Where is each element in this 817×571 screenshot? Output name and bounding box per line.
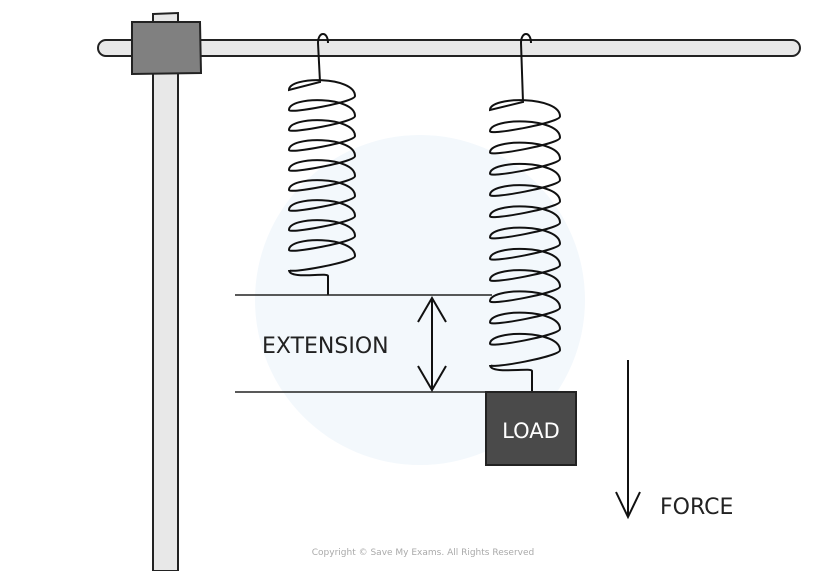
extension-double-arrow [417,296,447,392]
extension-label: EXTENSION [262,334,389,359]
load-mass [485,391,577,466]
force-arrow [615,360,641,520]
stand-rod [152,11,179,571]
copyright-text: Copyright © Save My Exams. All Rights Re… [312,548,534,558]
support-bar [97,39,801,57]
load-label: LOAD [502,419,560,443]
force-label: FORCE [660,495,733,520]
spring-loaded [488,33,562,392]
spring-unloaded [287,33,357,295]
watermark-logo [255,135,585,465]
clamp [131,21,203,76]
